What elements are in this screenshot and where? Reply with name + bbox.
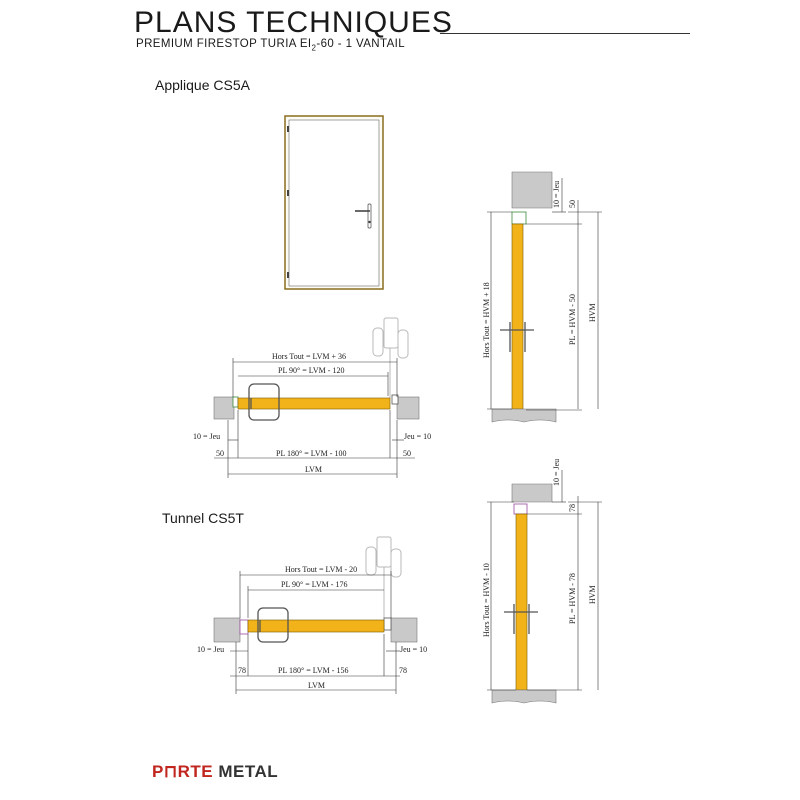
cs5t-vertical-section: 10 = Jeu 78 Hors Tout = HVM - 10 PL = HV…	[482, 459, 602, 704]
pull-handle-icon	[248, 383, 280, 421]
frame-profile-left	[232, 396, 239, 408]
page-title: PLANS TECHNIQUES	[134, 6, 453, 39]
dim-label-hors-tout: Hors Tout = LVM + 36	[272, 352, 346, 361]
frame-profile-right	[383, 617, 392, 631]
dim-label-pl180: PL 180° = LVM - 100	[276, 449, 346, 458]
dim-label-left: 50	[216, 449, 224, 458]
dim-label-hvm: HVM	[588, 585, 597, 604]
dim-label-lvm: LVM	[308, 681, 325, 690]
dim-label-jeu-right: Jeu = 10	[400, 645, 427, 654]
dim-label-right: 50	[403, 449, 411, 458]
cs5t-plan-view: Hors Tout = LVM - 20 PL 90° = LVM - 176 …	[197, 536, 427, 694]
door-leaf-outline	[288, 119, 380, 287]
dim-label-hors-tout: Hors Tout = HVM - 10	[482, 563, 491, 637]
section-label-applique: Applique CS5A	[155, 77, 250, 93]
subtitle-pre: PREMIUM FIRESTOP TURIA EI	[136, 38, 312, 50]
dim-label-jeu: 10 = Jeu	[552, 181, 561, 208]
handle-section-icon	[504, 604, 538, 634]
floor	[491, 689, 557, 704]
subtitle-sub: 2	[311, 43, 317, 53]
hinge-icon	[287, 190, 289, 196]
hinge-icon	[287, 126, 289, 132]
lock-plate-icon	[367, 203, 372, 229]
dim-label-jeu-right: Jeu = 10	[404, 432, 431, 441]
dim-label-pl90: PL 90° = LVM - 176	[281, 580, 347, 589]
wall-right	[396, 396, 420, 420]
dim-label-top: 50	[568, 200, 577, 208]
frame-profile-left	[239, 619, 249, 635]
frame-profile-right	[391, 394, 399, 405]
title-rule	[440, 33, 690, 34]
wall-right	[390, 617, 418, 643]
dim-label-hors-tout: Hors Tout = HVM + 18	[482, 282, 491, 358]
dim-label-right: 78	[399, 666, 407, 675]
brand-logo: P⊓RTE METAL	[152, 762, 278, 782]
wall-left	[213, 617, 241, 643]
door-elevation	[284, 115, 384, 290]
ghost-handle-icon	[365, 536, 402, 618]
keyhole-icon	[368, 220, 371, 224]
dim-label-hors-tout: Hors Tout = LVM - 20	[285, 565, 357, 574]
hinge-icon	[287, 272, 289, 278]
dim-label-jeu: 10 = Jeu	[552, 459, 561, 486]
page-subtitle: PREMIUM FIRESTOP TURIA EI2-60 - 1 VANTAI…	[136, 38, 405, 52]
logo-part-1: P⊓RTE	[152, 762, 214, 781]
wall-left	[213, 396, 235, 420]
dim-label-hvm: HVM	[588, 303, 597, 322]
dim-label-pl: PL = HVM - 78	[568, 573, 577, 624]
dim-label-left: 78	[238, 666, 246, 675]
cs5a-plan-view: Hors Tout = LVM + 36 PL 90° = LVM - 120 …	[193, 317, 431, 478]
lintel	[511, 171, 553, 209]
dim-label-jeu-left: 10 = Jeu	[193, 432, 220, 441]
frame-head	[511, 211, 527, 225]
subtitle-post: -60 - 1 VANTAIL	[316, 38, 406, 50]
handle-section-icon	[500, 322, 534, 352]
lintel	[511, 483, 553, 503]
dim-label-top: 78	[568, 504, 577, 512]
dim-label-pl90: PL 90° = LVM - 120	[278, 366, 344, 375]
frame-head	[513, 503, 528, 515]
door-leaf-plan	[247, 619, 385, 633]
floor	[491, 408, 557, 423]
pull-handle-icon	[257, 607, 289, 643]
door-leaf-section	[515, 513, 528, 691]
cs5a-vertical-section: 10 = Jeu 50 Hors Tout = HVM + 18 PL = HV…	[482, 171, 602, 423]
dim-label-jeu-left: 10 = Jeu	[197, 645, 224, 654]
door-leaf-section	[511, 223, 524, 410]
door-leaf-plan	[237, 397, 391, 410]
ghost-handle-icon	[372, 317, 409, 398]
logo-part-2: METAL	[213, 762, 279, 781]
section-label-tunnel: Tunnel CS5T	[162, 510, 244, 526]
dim-label-pl180: PL 180° = LVM - 156	[278, 666, 348, 675]
dim-label-lvm: LVM	[305, 465, 322, 474]
dim-label-pl: PL = HVM - 50	[568, 294, 577, 345]
